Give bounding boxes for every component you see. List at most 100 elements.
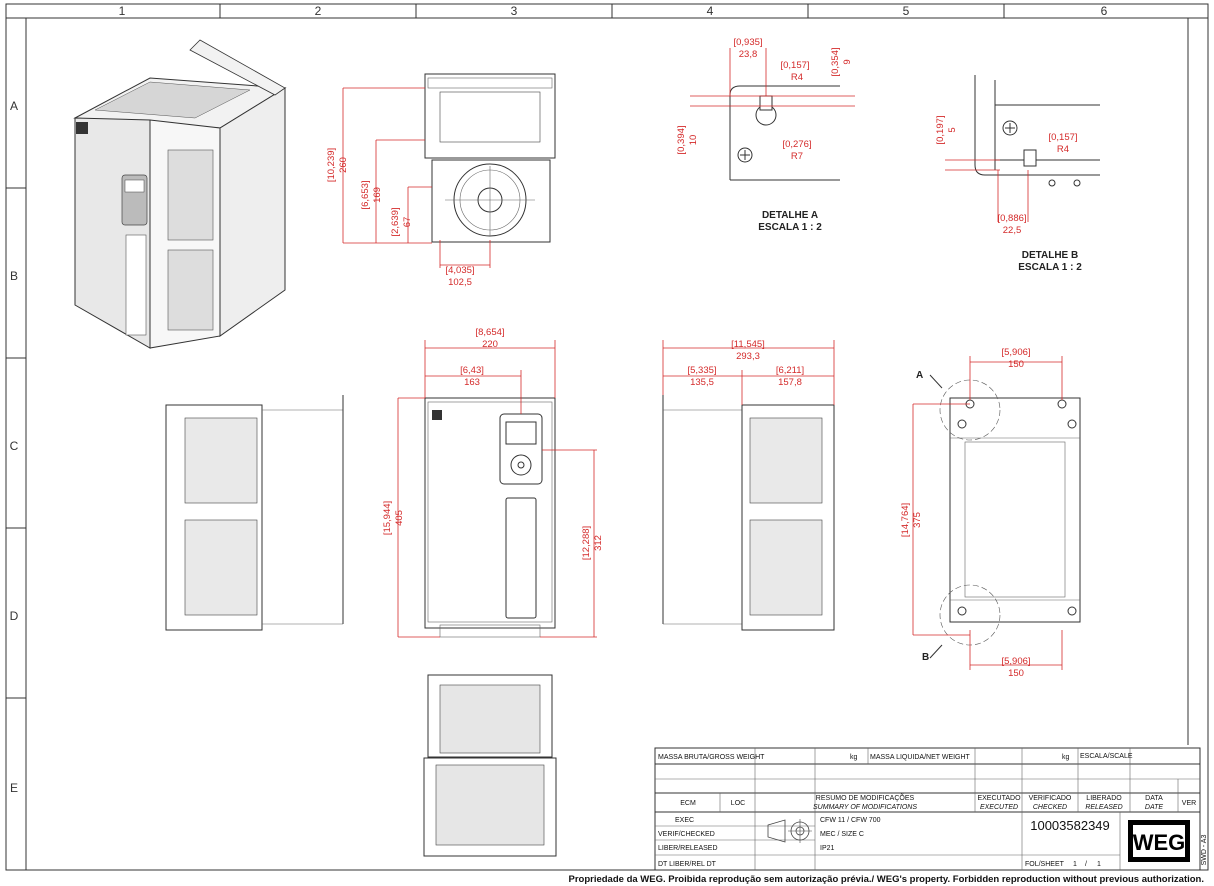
tb-desc3: IP21 xyxy=(820,845,835,852)
right-side-view xyxy=(662,395,835,631)
side-total-inch: [11,545] xyxy=(731,339,765,350)
side-left-inch: [5,335] xyxy=(687,365,716,376)
front-width-inch: [8,654] xyxy=(475,327,504,338)
grid-col-3: 3 xyxy=(511,4,518,18)
detail-a-d2-mm: 9 xyxy=(842,59,853,64)
grid-column-dividers xyxy=(219,4,1005,18)
front-view xyxy=(424,397,556,638)
tb-ecm: ECM xyxy=(680,800,696,807)
grid-col-1: 1 xyxy=(119,4,126,18)
tb-sheet-label: FOL/SHEET xyxy=(1025,861,1065,868)
side-total-mm: 293,3 xyxy=(736,351,760,362)
tb-desc2: MEC / SIZE C xyxy=(820,831,864,838)
front-hmi-inch: [6,43] xyxy=(460,365,484,376)
front-hright-mm: 312 xyxy=(593,535,604,551)
detail-a-d4-inch: [0,394] xyxy=(676,125,687,154)
detail-a-d5-mm: R7 xyxy=(791,151,803,162)
tb-data: DATA xyxy=(1145,795,1163,802)
grid-col-4: 4 xyxy=(707,4,714,18)
tb-sheet: 1 xyxy=(1073,861,1077,868)
grid-row-dividers xyxy=(6,187,26,699)
top-view-dimensions: [10,239] 260 [6,653] 169 [2,639] 67 [4,0… xyxy=(326,87,491,288)
tb-summary-en: SUMMARY OF MODIFICATIONS xyxy=(813,804,917,811)
detail-a-d2-inch: [0,354] xyxy=(830,47,841,76)
tb-net-weight: MASSA LIQUIDA/NET WEIGHT xyxy=(870,754,971,761)
detail-a-d3-inch: [0,157] xyxy=(780,60,809,71)
dim-h3-mm: 67 xyxy=(402,217,413,228)
weg-logo: WEG xyxy=(1128,820,1190,862)
right-side-dimensions: [11,545] 293,3 [5,335] 135,5 [6,211] 157… xyxy=(662,339,835,405)
left-side-view xyxy=(165,395,344,631)
tb-liber: LIBER/RELEASED xyxy=(658,845,718,852)
grid-col-5: 5 xyxy=(903,4,910,18)
tb-kg2: kg xyxy=(1062,754,1070,761)
grid-row-d: D xyxy=(10,609,19,623)
detail-b-d3-mm: 22,5 xyxy=(1003,225,1022,236)
tb-gross-weight: MASSA BRUTA/GROSS WEIGHT xyxy=(658,754,765,761)
dim-h1-mm: 260 xyxy=(338,157,349,173)
grid-row-c: C xyxy=(10,439,19,453)
tb-dt: DT LIBER/REL DT xyxy=(658,861,717,868)
detail-a-d5-inch: [0,276] xyxy=(782,139,811,150)
tb-released: RELEASED xyxy=(1085,804,1122,811)
rear-height-inch: [14,764] xyxy=(900,503,911,537)
tb-liberado: LIBERADO xyxy=(1086,795,1122,802)
tb-executed: EXECUTED xyxy=(980,804,1018,811)
detail-a-d1-inch: [0,935] xyxy=(733,37,762,48)
dim-h2-inch: [6,653] xyxy=(360,180,371,209)
detail-a-d3-mm: R4 xyxy=(791,72,803,83)
tb-date: DATE xyxy=(1145,804,1163,811)
grid-row-e: E xyxy=(10,781,18,795)
rear-label-b: B xyxy=(922,652,929,663)
projection-symbol-icon xyxy=(767,819,812,843)
detail-b-title: DETALHE B xyxy=(1022,250,1078,261)
detail-b-d2-mm: R4 xyxy=(1057,144,1069,155)
tb-ver: VER xyxy=(1182,800,1196,807)
detail-b-d1-inch: [0,197] xyxy=(935,115,946,144)
top-view xyxy=(424,73,556,243)
title-block: MASSA BRUTA/GROSS WEIGHT kg MASSA LIQUID… xyxy=(654,747,1208,871)
front-height-mm: 405 xyxy=(394,510,405,526)
tb-scale: ESCALA/SCALE xyxy=(1080,753,1133,760)
detail-b-scale: ESCALA 1 : 2 xyxy=(1018,262,1082,273)
detail-a-scale: ESCALA 1 : 2 xyxy=(758,222,822,233)
sheet-border xyxy=(5,3,1209,871)
tb-loc: LOC xyxy=(731,800,745,807)
tb-verificado: VERIFICADO xyxy=(1029,795,1072,802)
rear-bottom-inch: [5,906] xyxy=(1001,656,1030,667)
detail-b-d2-inch: [0,157] xyxy=(1048,132,1077,143)
tb-kg1: kg xyxy=(850,754,858,761)
weg-logo-text: WEG xyxy=(1133,830,1186,855)
rear-label-a: A xyxy=(916,370,923,381)
dim-h2-mm: 169 xyxy=(372,187,383,203)
grid-col-2: 2 xyxy=(315,4,322,18)
grid-row-b: B xyxy=(10,269,18,283)
detail-b-d1-mm: 5 xyxy=(947,127,958,132)
rear-top-inch: [5,906] xyxy=(1001,347,1030,358)
grid-row-a: A xyxy=(10,99,18,113)
detail-a-d4-mm: 10 xyxy=(688,135,699,146)
front-height-inch: [15,944] xyxy=(382,501,393,535)
tb-summary-pt: RESUMO DE MODIFICAÇÕES xyxy=(816,793,915,802)
tb-drawing-number: 10003582349 xyxy=(1030,818,1110,833)
dim-h3-inch: [2,639] xyxy=(390,207,401,236)
dim-h1-inch: [10,239] xyxy=(326,148,337,182)
dim-width-inch: [4,035] xyxy=(445,265,474,276)
footer-notice: Propriedade da WEG. Proibida reprodução … xyxy=(569,874,1205,885)
side-right-inch: [6,211] xyxy=(776,365,804,376)
side-left-mm: 135,5 xyxy=(690,377,714,388)
tb-verif: VERIF/CHECKED xyxy=(658,831,715,838)
side-right-mm: 157,8 xyxy=(778,377,802,388)
dim-width-mm: 102,5 xyxy=(448,277,472,288)
bottom-view xyxy=(423,674,557,857)
rear-bottom-mm: 150 xyxy=(1008,668,1024,679)
grid-col-6: 6 xyxy=(1101,4,1108,18)
detail-a: [0,935] 23,8 [0,354] 9 [0,157] R4 [0,394… xyxy=(676,37,855,233)
detail-b-d3-inch: [0,886] xyxy=(997,213,1026,224)
rear-view: A B xyxy=(916,370,1081,663)
tb-checked: CHECKED xyxy=(1033,804,1067,811)
detail-b: [0,197] 5 [0,157] R4 [0,886] 22,5 DETALH… xyxy=(935,75,1100,273)
rear-view-dimensions: [5,906] 150 [14,764] 375 [5,906] 150 xyxy=(900,347,1063,679)
tb-format: SWD - A3 xyxy=(1201,835,1208,866)
